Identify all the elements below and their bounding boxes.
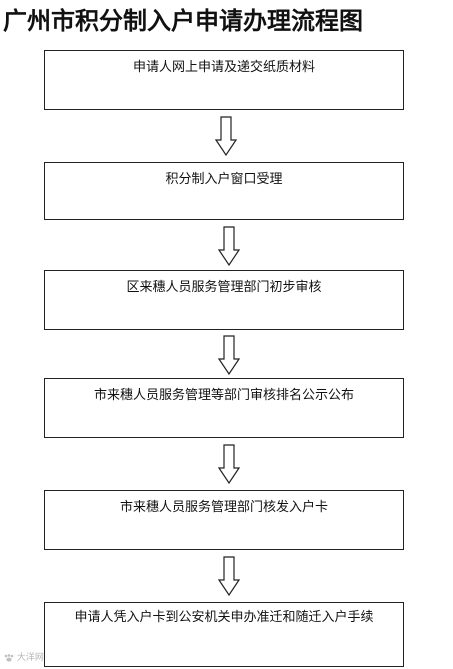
- flow-step-5-label: 市来穗人员服务管理部门核发入户卡: [119, 500, 328, 515]
- down-arrow-icon: [218, 226, 240, 266]
- down-arrow-icon: [218, 444, 240, 484]
- watermark: 大洋网: [4, 652, 44, 664]
- flow-step-6: 申请人凭入户卡到公安机关申办准迁和随迁入户手续: [44, 602, 404, 667]
- flow-step-2: 积分制入户窗口受理: [44, 162, 404, 220]
- flow-step-1: 申请人网上申请及递交纸质材料: [44, 50, 404, 110]
- watermark-text: 大洋网: [16, 653, 44, 663]
- flow-step-3-label: 区来穗人员服务管理部门初步审核: [126, 280, 322, 295]
- flow-step-5: 市来穗人员服务管理部门核发入户卡: [44, 490, 404, 550]
- flow-step-1-label: 申请人网上申请及递交纸质材料: [132, 60, 315, 75]
- flow-step-4-label: 市来穗人员服务管理等部门审核排名公示公布: [93, 388, 354, 403]
- page-title: 广州市积分制入户申请办理流程图: [3, 6, 363, 35]
- flow-step-6-label: 申请人凭入户卡到公安机关申办准迁和随迁入户手续: [74, 610, 374, 625]
- flow-step-4: 市来穗人员服务管理等部门审核排名公示公布: [44, 378, 404, 438]
- down-arrow-icon: [218, 335, 240, 375]
- down-arrow-icon: [218, 556, 240, 596]
- paw-icon: [4, 653, 14, 662]
- flow-step-3: 区来穗人员服务管理部门初步审核: [44, 270, 404, 330]
- down-arrow-icon: [215, 116, 237, 156]
- flow-step-2-label: 积分制入户窗口受理: [165, 172, 283, 187]
